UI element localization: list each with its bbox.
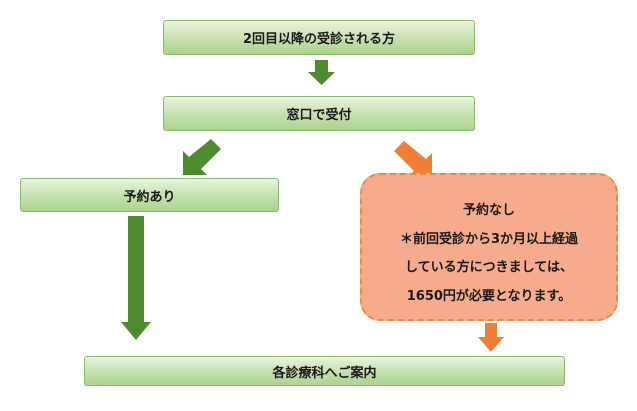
guidance-label: 各診療科へご案内 <box>272 365 377 381</box>
arrow-down-icon <box>308 60 335 85</box>
appointment-no-note-line2: している方につきましては、 <box>405 260 573 275</box>
appointment-yes-label: 予約あり <box>123 189 176 205</box>
reception-box: 窓口で受付 <box>163 96 475 131</box>
reception-label: 窓口で受付 <box>286 108 352 123</box>
arrow-down-right-icon <box>394 141 432 177</box>
appointment-no-note-line1: ＊前回受診から3か月以上経過 <box>399 232 579 247</box>
repeat-visit-box: 2回目以降の受診される方 <box>163 20 475 55</box>
guidance-box: 各診療科へご案内 <box>84 356 565 386</box>
appointment-yes-box: 予約あり <box>20 178 279 212</box>
arrow-down-left-icon <box>183 139 221 175</box>
arrow-long-down-icon <box>121 216 151 340</box>
arrow-down-icon <box>478 323 504 352</box>
appointment-no-title: 予約なし <box>462 203 515 218</box>
repeat-visit-label: 2回目以降の受診される方 <box>242 32 396 47</box>
appointment-no-note-line3: 1650円が必要となります。 <box>406 289 572 304</box>
appointment-no-box: 予約なし ＊前回受診から3か月以上経過 している方につきましては、 1650円が… <box>360 173 618 321</box>
